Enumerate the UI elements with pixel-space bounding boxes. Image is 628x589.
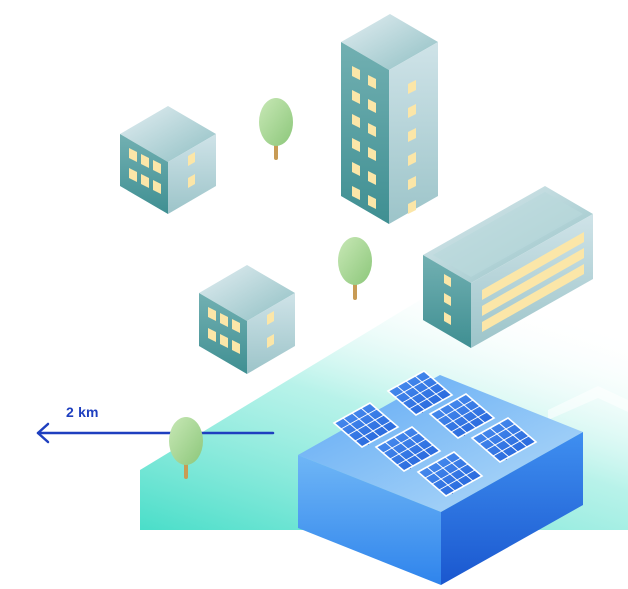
solar-panel <box>470 417 538 463</box>
small-building-top <box>120 106 216 214</box>
tower-window <box>368 195 376 209</box>
solar-panel <box>416 451 484 497</box>
tall-tower-building <box>341 14 438 224</box>
tower-window <box>352 138 360 152</box>
office-building <box>423 186 593 348</box>
tower-window <box>408 80 416 94</box>
tree-middle <box>338 237 372 300</box>
small-building-middle <box>199 265 295 374</box>
tower-window <box>352 186 360 200</box>
tower-window <box>408 104 416 118</box>
tower-window <box>408 176 416 190</box>
tower-window <box>408 200 416 214</box>
tower-window <box>352 162 360 176</box>
solar-panel <box>332 402 400 448</box>
distance-label: 2 km <box>66 404 99 420</box>
tree-top <box>259 98 293 160</box>
tower-window <box>368 171 376 185</box>
solar-farm-platform <box>298 370 583 585</box>
tower-window <box>352 66 360 80</box>
solar-panel <box>374 426 442 472</box>
tower-window <box>408 128 416 142</box>
tower-window <box>368 99 376 113</box>
solar-panel <box>428 393 496 439</box>
tower-window <box>408 152 416 166</box>
tower-window <box>368 123 376 137</box>
tree-left <box>169 417 203 479</box>
tower-window <box>352 90 360 104</box>
arrow-left-icon <box>36 422 275 444</box>
tower-window <box>368 75 376 89</box>
tower-window <box>352 114 360 128</box>
tower-window <box>368 147 376 161</box>
solar-panel <box>386 370 454 416</box>
